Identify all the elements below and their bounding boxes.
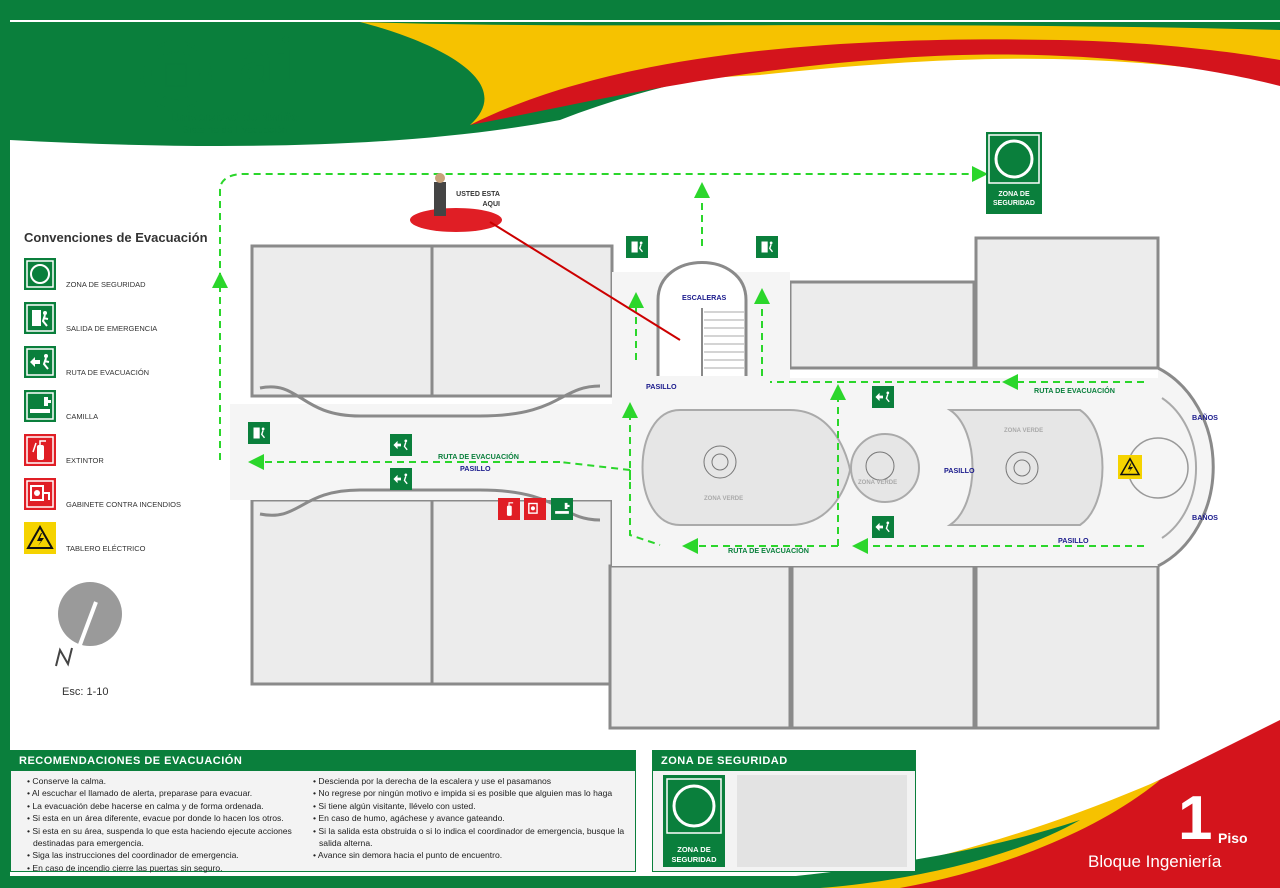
recommendations-right: • Descienda por la derecha de la escaler…: [313, 775, 629, 862]
logo-divider: [226, 40, 228, 104]
emergency-exit-icon: [248, 422, 270, 444]
evacuation-route-icon: [872, 386, 894, 408]
legend-item-electrical-panel: Tablero eléctrico: [24, 522, 234, 558]
building-name: Bloque Ingeniería: [1088, 852, 1222, 871]
fire-cabinet-icon: [524, 498, 546, 520]
recommendations-left: • Conserve la calma. • Al escuchar el ll…: [27, 775, 305, 874]
legend-label: Extintor: [66, 456, 104, 465]
bathrooms-label: BAÑOS: [1192, 513, 1218, 522]
stairs-label: ESCALERAS: [682, 293, 727, 302]
legend-label: Gabinete contra incendios: [66, 500, 182, 509]
university-seal: [140, 40, 212, 112]
list-item: • En caso de incendio cierre las puertas…: [27, 862, 223, 873]
list-item: • No regrese por ningún motivo e impida …: [313, 788, 613, 799]
university-name: Universidad de Nariño: [171, 110, 299, 124]
safety-zone-icon: [663, 775, 725, 867]
extinguisher-icon: [498, 498, 520, 520]
electrical-panel-icon: [24, 522, 56, 554]
safety-panel-sign-label: ZONA DE SEGURIDAD: [671, 845, 717, 864]
list-item: • Si esta en su área, suspenda lo que es…: [27, 825, 292, 849]
legend-item-evacuation-route: Ruta de evacuación: [24, 346, 234, 382]
corridor-label: PASILLO: [1058, 536, 1089, 545]
legend-label: Camilla: [66, 412, 99, 421]
route-label: RUTA DE EVACUACIÓN: [438, 452, 519, 461]
legend-label: Tablero eléctrico: [66, 544, 146, 553]
system-name: Sistema de Evacuación: [182, 125, 288, 136]
list-item: • Avance sin demora hacia el punto de en…: [313, 850, 503, 861]
safety-zone-sign: [986, 132, 1042, 214]
legend-label: Ruta de evacuación: [66, 368, 150, 377]
green-zone-label: ZONA VERDE: [1004, 428, 1044, 434]
electrical-panel-icon: [1118, 455, 1142, 479]
bathrooms-label: BAÑOS: [1192, 413, 1218, 422]
list-item: • En caso de humo, agáchese y avance gat…: [313, 813, 505, 824]
list-item: • Descienda por la derecha de la escaler…: [313, 776, 552, 786]
safety-panel-title: Zona de Seguridad: [653, 751, 915, 771]
green-zone-label: ZONA VERDE: [704, 496, 744, 502]
emergency-exit-icon: [626, 236, 648, 258]
ai-logo: ai: [238, 25, 297, 99]
evacuation-route-icon: [390, 434, 412, 456]
legend-label: Zona de seguridad: [66, 280, 146, 289]
evacuation-route-icon: [24, 346, 56, 378]
compass-icon: [55, 582, 122, 667]
legend-item-fire-cabinet: Gabinete contra incendios: [24, 478, 234, 514]
corridor-label: PASILLO: [460, 464, 491, 473]
corridor-label: PASILLO: [646, 382, 677, 391]
list-item: • Si esta en un área diferente, evacue p…: [27, 813, 284, 824]
recommendations-panel: Recomendaciones de Evacuación • Conserve…: [10, 750, 636, 874]
route-label: RUTA DE EVACUACIÓN: [728, 546, 809, 555]
floor-label: Piso: [1218, 830, 1248, 846]
safety-zone-icon: [24, 258, 56, 290]
scale-label: Esc: 1-10: [62, 686, 109, 698]
list-item: • Al escuchar el llamado de alerta, prep…: [27, 788, 253, 799]
legend-item-emergency-exit: Salida de emergencia: [24, 302, 234, 338]
stretcher-icon: [551, 498, 573, 520]
corridor-label: PASILLO: [944, 466, 975, 475]
floor-number: 1: [1178, 784, 1213, 853]
list-item: • Siga las instrucciones del coordinador…: [27, 850, 239, 861]
emergency-exit-icon: [24, 302, 56, 334]
legend-item-stretcher: Camilla: [24, 390, 234, 426]
legend-item-safety-zone: Zona de seguridad: [24, 258, 234, 294]
fire-cabinet-icon: [24, 478, 56, 510]
list-item: • Si tiene algún visitante, llévelo con …: [313, 800, 476, 811]
list-item: • Si la salida esta obstruida o si lo in…: [313, 825, 625, 849]
list-item: • Conserve la calma.: [27, 776, 106, 786]
list-item: • La evacuación debe hacerse en calma y …: [27, 800, 264, 811]
legend-title: Convenciones de Evacuación: [24, 230, 208, 245]
emergency-exit-icon: [756, 236, 778, 258]
safety-zone-photo: [737, 775, 907, 867]
legend-item-extinguisher: Extintor: [24, 434, 234, 470]
you-are-here-label: USTED ESTA AQUI: [456, 191, 500, 208]
extinguisher-icon: [24, 434, 56, 466]
safety-zone-sign-label: ZONA DE SEGURIDAD: [992, 191, 1035, 207]
evacuation-route-icon: [390, 468, 412, 490]
recommendations-title: Recomendaciones de Evacuación: [11, 751, 635, 771]
legend-label: Salida de emergencia: [66, 324, 158, 333]
route-label: RUTA DE EVACUACIÓN: [1034, 386, 1115, 395]
safety-zone-panel: Zona de Seguridad ZONA DE SEGURIDAD: [652, 750, 916, 872]
green-zone-label: ZONA VERDE: [858, 480, 898, 486]
stretcher-icon: [24, 390, 56, 422]
evacuation-route-icon: [872, 516, 894, 538]
